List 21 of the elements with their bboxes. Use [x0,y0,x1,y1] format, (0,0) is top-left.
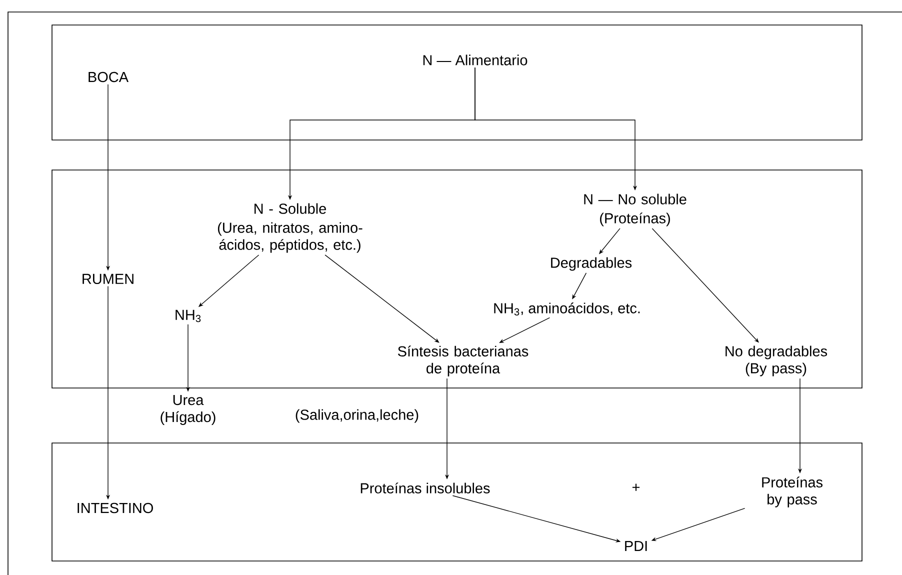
arrow [324,254,440,343]
band-box [52,24,862,140]
node-text: Síntesis bacterianas de proteína [398,346,528,376]
node-text: Proteínas insolubles [360,482,490,494]
node-text: NH$_{3}$ [176,310,201,322]
band-box [52,442,862,562]
node-text: NH$_{3}$, aminoácidos, etc. [494,302,640,316]
note-text: (Saliva,orina,leche) [296,409,418,423]
node-text: PDI [625,541,647,551]
node-text: N — No soluble (Proteínas) [584,194,686,226]
node-text: Proteínas by pass [762,476,822,508]
node-text: INTESTINO [78,502,153,514]
node-text: RUMEN [82,274,134,284]
node-text: N - Soluble (Urea, nitratos, amino- ácidos, péptidos, etc.) [218,203,362,253]
plus-sign: + [632,484,640,491]
node-text: BOCA [88,72,129,82]
band-box [52,170,862,388]
node-text: Urea (Hígado) [160,395,216,425]
node-text: No degradables (By pass) [726,346,828,376]
node-text: N — Alimentario [423,54,528,66]
node-text: Degradables [551,257,632,271]
